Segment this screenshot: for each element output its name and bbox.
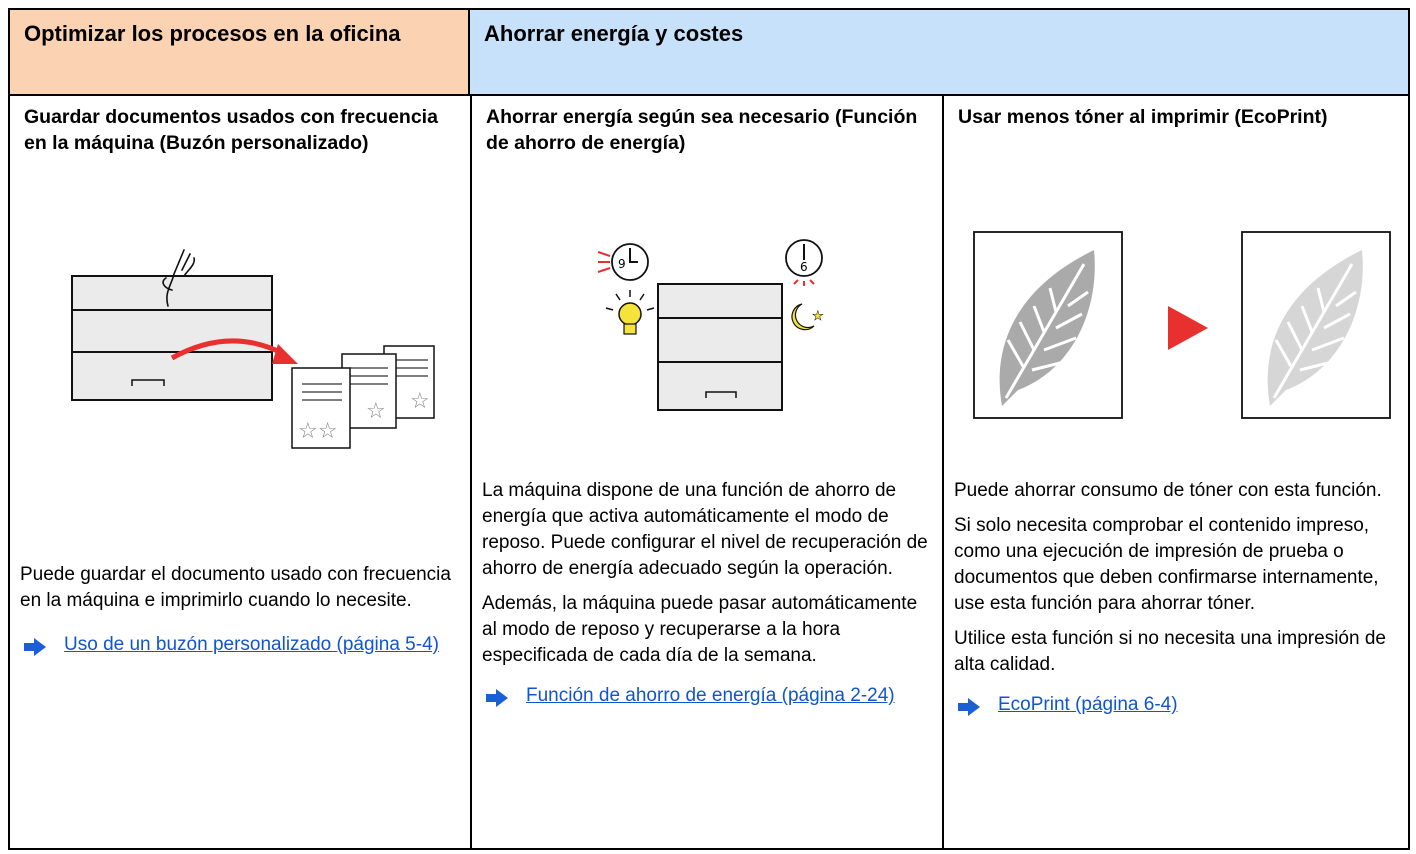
- clock-6-icon: 6: [785, 239, 823, 286]
- lightbulb-icon: [605, 290, 655, 335]
- column-ecoprint: Usar menos tóner al imprimir (EcoPrint): [944, 96, 1408, 848]
- document-stack-icon: ☆ ☆ ☆☆: [291, 345, 435, 449]
- reference-row: Uso de un buzón personalizado (página 5-…: [20, 632, 460, 658]
- column-subtitle: Usar menos tóner al imprimir (EcoPrint): [958, 106, 1328, 128]
- column-body: Puede guardar el documento usado con fre…: [20, 562, 460, 658]
- printer-custom-box-illustration: ☆ ☆ ☆☆: [71, 249, 435, 449]
- svg-text:☆☆: ☆☆: [298, 419, 337, 444]
- pointing-hand-icon: [162, 249, 196, 307]
- ecoprint-page-icon: [1241, 231, 1391, 419]
- column-divider-2: [942, 94, 944, 848]
- feature-table: Optimizar los procesos en la oficina Aho…: [8, 8, 1410, 850]
- column-subtitle: Guardar documentos usados con frecuencia…: [24, 106, 438, 154]
- svg-text:☆: ☆: [410, 389, 430, 414]
- moon-star-icon: ★: [791, 303, 824, 331]
- svg-text:☆: ☆: [366, 399, 386, 424]
- ecoprint-link[interactable]: EcoPrint (página 6-4): [998, 694, 1178, 715]
- body-paragraph: Además, la máquina puede pasar automátic…: [482, 593, 918, 666]
- column-body: Puede ahorrar consumo de tóner con esta …: [954, 478, 1398, 718]
- column-energy-saver: Ahorrar energía según sea necesario (Fun…: [472, 96, 942, 848]
- arrow-right-icon: [486, 689, 508, 707]
- curved-arrow-icon: [170, 338, 298, 364]
- ecoprint-leaf-illustration: [973, 231, 1391, 419]
- energy-saver-illustration: 9: [597, 239, 824, 411]
- arrow-right-icon: [958, 698, 980, 716]
- column-custom-box: Guardar documentos usados con frecuencia…: [10, 96, 470, 848]
- header-office-processes: Optimizar los procesos en la oficina: [10, 10, 470, 94]
- custom-box-link[interactable]: Uso de un buzón personalizado (página 5-…: [64, 634, 439, 655]
- reference-row: EcoPrint (página 6-4): [954, 692, 1398, 718]
- clock-9-label: 9: [618, 257, 626, 271]
- clock-6-label: 6: [800, 260, 808, 274]
- reference-row: Función de ahorro de energía (página 2-2…: [482, 683, 932, 709]
- column-subtitle: Ahorrar energía según sea necesario (Fun…: [486, 106, 918, 154]
- clock-9-icon: 9: [597, 243, 649, 281]
- svg-text:★: ★: [812, 309, 824, 324]
- printer-icon: [657, 283, 783, 411]
- normal-print-page-icon: [973, 231, 1123, 419]
- header-divider: [10, 94, 1408, 96]
- column-divider-1: [470, 94, 472, 848]
- energy-saver-link[interactable]: Función de ahorro de energía (página 2-2…: [526, 685, 895, 706]
- body-paragraph: La máquina dispone de una función de aho…: [482, 480, 928, 579]
- body-paragraph: Puede ahorrar consumo de tóner con esta …: [954, 480, 1382, 501]
- arrow-right-icon: [24, 638, 46, 656]
- column-body: La máquina dispone de una función de aho…: [482, 478, 932, 709]
- body-paragraph: Puede guardar el documento usado con fre…: [20, 564, 451, 611]
- body-paragraph: Utilice esta función si no necesita una …: [954, 628, 1386, 675]
- header-energy-costs: Ahorrar energía y costes: [470, 10, 1408, 94]
- play-arrow-icon: [1168, 306, 1208, 350]
- body-paragraph: Si solo necesita comprobar el contenido …: [954, 515, 1379, 614]
